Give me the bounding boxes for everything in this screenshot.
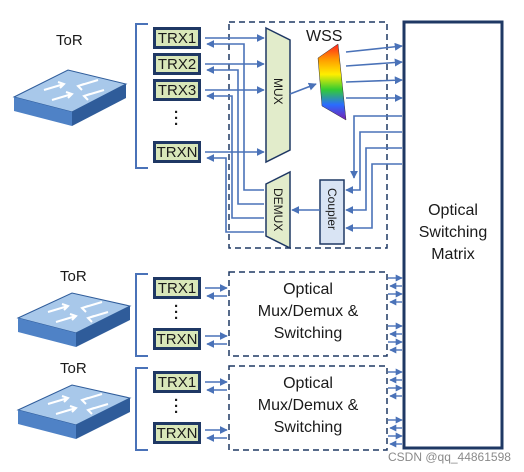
rack2-ellipsis: ··· — [174, 298, 179, 327]
omux2-line1: Optical — [283, 281, 333, 298]
omux-box-2 — [228, 271, 388, 357]
rack1-dashed-box — [228, 21, 388, 249]
trx-to-mux-lines — [205, 34, 403, 442]
rack2-trxn: TRXN — [153, 328, 201, 350]
rack1-trxn: TRXN — [153, 141, 201, 163]
rack1-trx1: TRX1 — [153, 27, 201, 49]
coupler-block — [319, 179, 345, 245]
matrix-label-line1: Optical — [428, 202, 478, 219]
rack1-trx3: TRX3 — [153, 79, 201, 101]
rack3-brace — [135, 367, 148, 451]
demux-label: DEMUX — [271, 188, 285, 232]
wss-prism — [317, 43, 347, 121]
omux-label-3: Optical Mux/Demux & Switching — [230, 373, 386, 439]
demux-block — [265, 170, 291, 250]
tor-label-3: ToR — [60, 360, 87, 377]
watermark-text: CSDN @qq_44861598 — [388, 450, 511, 464]
matrix-label: Optical Switching Matrix — [406, 200, 500, 266]
rack1-brace — [135, 23, 148, 169]
omux2-line3: Switching — [273, 325, 343, 342]
tor-switch-icon-2 — [16, 292, 132, 347]
rack1-ellipsis: ··· — [174, 104, 179, 133]
rack3-ellipsis: ··· — [174, 392, 179, 421]
rack3-trx1: TRX1 — [153, 371, 201, 393]
omux-box-3 — [228, 365, 388, 451]
omux2-line2: Mux/Demux & — [257, 303, 359, 320]
rack2-trx1: TRX1 — [153, 277, 201, 299]
tor-switch-icon-3 — [16, 384, 132, 439]
mux-block — [265, 26, 291, 164]
matrix-label-line2: Switching — [418, 224, 488, 241]
tor-label-1: ToR — [56, 32, 83, 49]
optical-switching-matrix — [402, 20, 504, 450]
tor-label-2: ToR — [60, 268, 87, 285]
mux-label: MUX — [271, 78, 285, 105]
wss-label: WSS — [306, 28, 343, 45]
coupler-label: Coupler — [325, 188, 339, 231]
omux3-line2: Mux/Demux & — [257, 397, 359, 414]
tor-switch-icon-1 — [12, 69, 128, 126]
omux-label-2: Optical Mux/Demux & Switching — [230, 279, 386, 345]
omux-matrix-links — [388, 274, 403, 448]
rack1-trx2: TRX2 — [153, 53, 201, 75]
omux3-line1: Optical — [283, 375, 333, 392]
rack2-brace — [135, 273, 148, 357]
matrix-label-line3: Matrix — [431, 246, 475, 263]
omux3-line3: Switching — [273, 419, 343, 436]
rack3-trxn: TRXN — [153, 422, 201, 444]
